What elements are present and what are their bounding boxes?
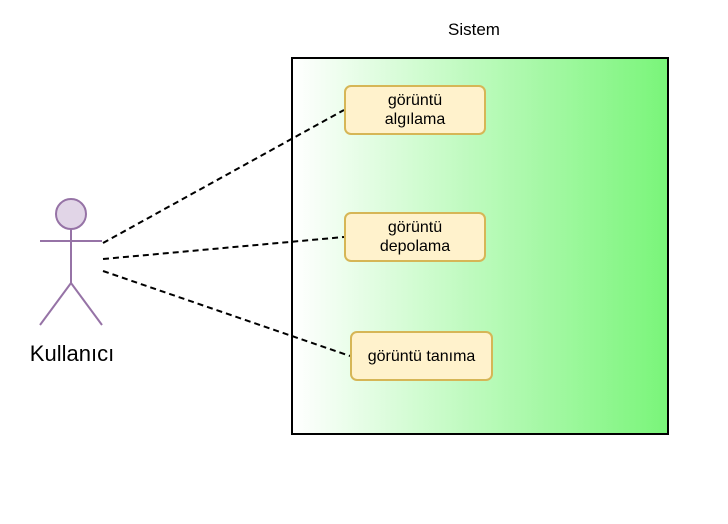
- use-case-label: görüntü depolama: [380, 218, 450, 256]
- association-line-2: [102, 236, 345, 260]
- use-case-goruntu-algilama[interactable]: görüntü algılama: [344, 85, 486, 135]
- association-line-3: [102, 270, 351, 357]
- actor-label: Kullanıcı: [29, 341, 115, 366]
- use-case-line: görüntü tanıma: [367, 347, 476, 365]
- actor-figure: [39, 198, 103, 326]
- use-case-line: görüntü: [387, 92, 443, 109]
- use-case-label: görüntü algılama: [385, 91, 445, 129]
- use-case-line: algılama: [384, 111, 446, 128]
- association-line-1: [102, 109, 345, 244]
- use-case-line: görüntü: [387, 219, 443, 236]
- system-title: Sistem: [448, 20, 500, 39]
- use-case-line: depolama: [379, 238, 451, 255]
- actor-head: [55, 198, 87, 230]
- use-case-goruntu-tanima[interactable]: görüntü tanıma: [350, 331, 493, 381]
- actor-right-leg: [70, 282, 103, 326]
- actor-left-leg: [39, 282, 72, 326]
- use-case-goruntu-depolama[interactable]: görüntü depolama: [344, 212, 486, 262]
